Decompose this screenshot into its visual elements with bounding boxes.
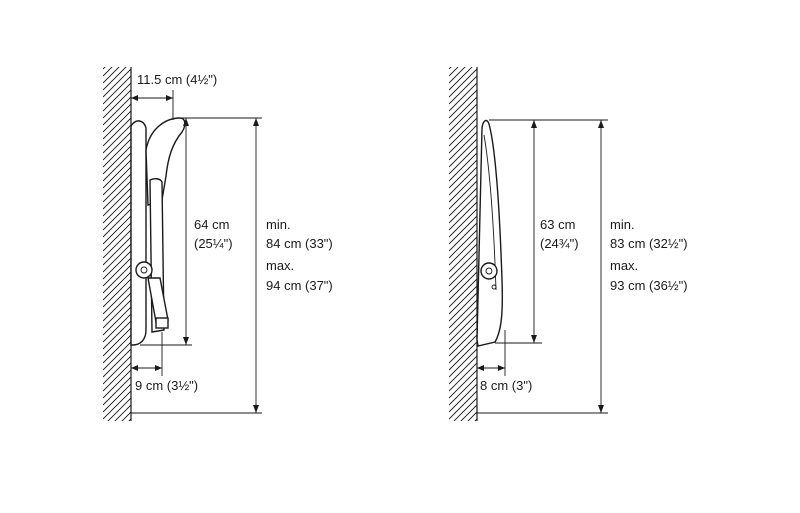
right-max-value: 93 cm (36½") xyxy=(610,278,688,293)
left-wall-hatching xyxy=(103,67,132,421)
left-height-label-line1: 64 cm xyxy=(194,217,230,232)
left-height-dimension xyxy=(140,117,262,346)
left-min-value: 84 cm (33") xyxy=(266,236,333,251)
right-mounting-height-dimension xyxy=(477,120,608,414)
right-depth-bottom-dimension xyxy=(477,330,506,376)
left-mounting-height-dimension xyxy=(131,118,262,414)
right-height-label-line2: (24¾") xyxy=(540,236,579,251)
right-folded-panel-profile xyxy=(476,119,504,347)
right-max-label: max. xyxy=(610,258,639,273)
left-depth-top-label: 11.5 cm (4½") xyxy=(137,72,218,87)
right-min-label: min. xyxy=(610,217,635,232)
left-depth-bottom-dimension xyxy=(131,332,163,376)
right-min-value: 83 cm (32½") xyxy=(610,236,688,251)
left-depth-top-dimension xyxy=(131,90,174,120)
right-height-dimension xyxy=(489,119,608,344)
left-folding-seat-profile xyxy=(130,117,186,346)
left-max-value: 94 cm (37") xyxy=(266,278,333,293)
right-height-label-line1: 63 cm xyxy=(540,217,576,232)
left-min-label: min. xyxy=(266,217,291,232)
left-depth-bottom-label: 9 cm (3½") xyxy=(135,378,199,393)
right-depth-bottom-label: 8 cm (3") xyxy=(480,378,533,393)
left-height-label-line2: (25¼") xyxy=(194,236,233,251)
left-max-label: max. xyxy=(266,258,295,273)
right-wall-hatching xyxy=(449,67,478,421)
